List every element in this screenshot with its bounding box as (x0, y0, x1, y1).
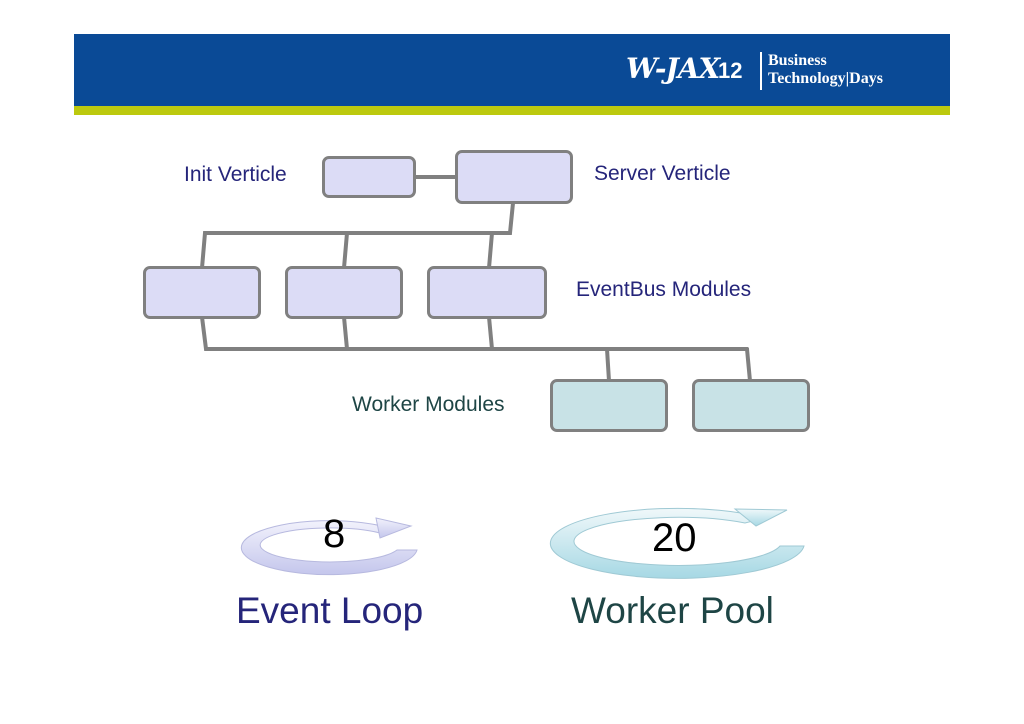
event-loop-count: 8 (323, 512, 346, 556)
connector-worker-1 (605, 347, 611, 383)
logo-line-technology-days: Technology|Days (768, 70, 883, 87)
eventbus-module-box (143, 266, 261, 319)
wjax-logo: W-JAX 12 Business Technology|Days (618, 46, 918, 92)
connector-server-bus (200, 201, 515, 270)
server-verticle-box (455, 150, 573, 204)
header-banner (74, 34, 950, 106)
eventbus-modules-label: EventBus Modules (576, 278, 752, 301)
logo-year: 12 (718, 58, 743, 83)
event-loop-cycle-icon (240, 517, 418, 576)
worker-module-box (692, 379, 810, 432)
event-loop-label: Event Loop (236, 590, 424, 631)
logo-line-business: Business (768, 52, 827, 69)
connector-module2-lower (342, 315, 349, 351)
worker-pool-label: Worker Pool (571, 590, 774, 631)
init-verticle-box (322, 156, 416, 198)
connector-worker-2 (745, 347, 752, 383)
server-verticle-label: Server Verticle (594, 162, 731, 185)
connector-bus-module-2 (342, 231, 349, 270)
worker-module-box (550, 379, 668, 432)
logo-mark: W-JAX (626, 52, 720, 85)
worker-pool-count: 20 (652, 516, 697, 560)
init-verticle-label: Init Verticle (184, 163, 287, 186)
connector-bus-lower (200, 315, 749, 351)
eventbus-module-box (427, 266, 547, 319)
worker-modules-label: Worker Modules (352, 393, 505, 416)
worker-pool-cycle-icon (549, 507, 805, 579)
connector-bus-module-3 (487, 231, 494, 270)
connector-module3-lower (487, 315, 494, 351)
logo-divider (760, 52, 762, 90)
eventbus-module-box (285, 266, 403, 319)
header-accent-stripe (74, 106, 950, 115)
